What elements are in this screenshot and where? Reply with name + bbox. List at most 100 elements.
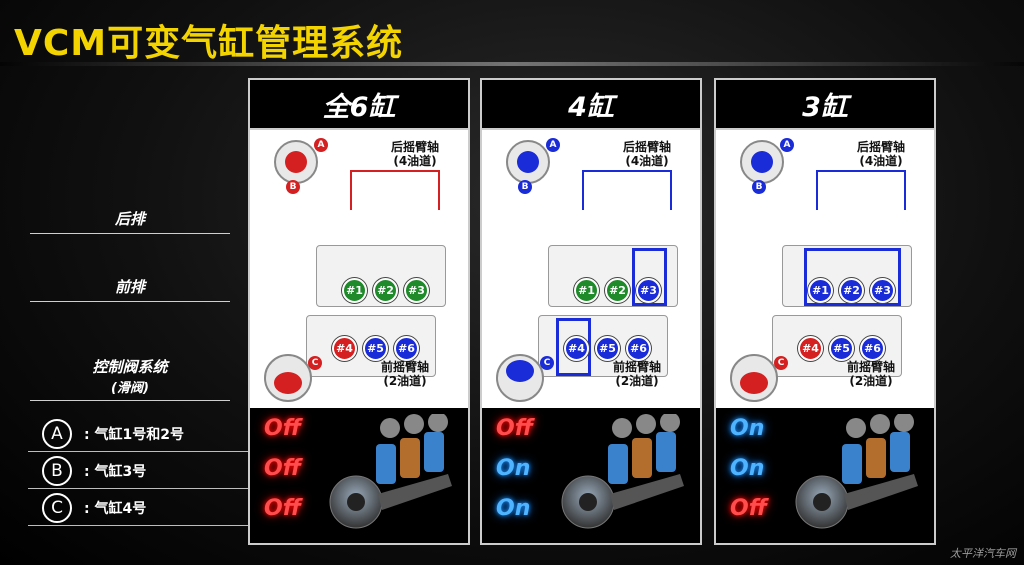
rear-spool-valve-icon (274, 140, 318, 184)
rear-rocker-label: 后摇臂轴 (4油道) (592, 140, 702, 168)
state-c: Off (730, 496, 768, 521)
state-a: On (730, 416, 765, 441)
valve-tag-a: A (314, 138, 328, 152)
mode-panel: 全6缸 A B 后摇臂轴 (4油道) #1#2#3 #4#5#6 (248, 78, 470, 545)
front-cylinder: #4 (564, 336, 589, 361)
valve-tag-b: B (286, 180, 300, 194)
valve-core (285, 151, 307, 173)
rear-arm-text: 后摇臂轴 (856, 140, 905, 154)
state-b: On (496, 456, 531, 481)
valve-tag-b: B (752, 180, 766, 194)
legend-letter: B (42, 455, 72, 486)
legend-row-a: A : 气缸1号和2号 (28, 416, 322, 452)
panel-status: On On Off (716, 408, 934, 543)
valve-tag-a: A (546, 138, 560, 152)
rear-spool-valve-icon (740, 140, 784, 184)
valve-core (506, 360, 534, 382)
panel-diagram: A B 后摇臂轴 (4油道) #1#2#3#4#5#6 C 前摇臂轴 (2油道) (482, 130, 700, 408)
rear-spool-valve-icon (506, 140, 550, 184)
panel-header: 全6缸 (250, 80, 468, 130)
oil-line (582, 170, 672, 210)
rear-cylinder: #1 (808, 278, 833, 303)
legend-text: : 气缸3号 (84, 463, 147, 480)
rear-cylinder: #1 (574, 278, 599, 303)
front-oil-text: (2油道) (615, 374, 659, 388)
mode-panel: 4缸 A B 后摇臂轴 (4油道) #1#2#3#4#5#6 (480, 78, 702, 545)
rear-cylinder: #1 (342, 278, 367, 303)
front-cylinder: #4 (332, 336, 357, 361)
legend-letter: C (42, 492, 72, 523)
valve-core (751, 151, 773, 173)
rear-cylinder: #2 (605, 278, 630, 303)
panel-status: Off On On (482, 408, 700, 543)
front-rocker-label: 前摇臂轴 (2油道) (816, 360, 926, 388)
row-label-rear: 后排 (30, 208, 230, 234)
rear-oil-text: (4油道) (393, 154, 437, 168)
rear-oil-text: (4油道) (625, 154, 669, 168)
valve-core (517, 151, 539, 173)
rear-arm-text: 后摇臂轴 (622, 140, 671, 154)
deactivated-group-box (632, 248, 667, 306)
panel-header: 4缸 (482, 80, 700, 130)
front-cylinder: #6 (860, 336, 885, 361)
front-arm-text: 前摇臂轴 (380, 360, 429, 374)
legend-row-b: B : 气缸3号 (28, 453, 322, 489)
legend-text: : 气缸1号和2号 (84, 426, 184, 443)
page-title: VCM可变气缸管理系统 (14, 23, 404, 64)
front-cylinder: #4 (798, 336, 823, 361)
legend-row-c: C : 气缸4号 (28, 490, 322, 526)
rear-rocker-label: 后摇臂轴 (4油道) (826, 140, 936, 168)
control-sub-label: (滑阀) (111, 381, 149, 396)
valve-tag-c: C (308, 356, 322, 370)
panel-diagram: A B 后摇臂轴 (4油道) #1#2#3 #4#5#6 C 前摇臂轴 (2油道) (716, 130, 934, 408)
deactivated-group-box (556, 318, 591, 376)
front-rocker-label: 前摇臂轴 (2油道) (582, 360, 692, 388)
front-cylinder: #5 (595, 336, 620, 361)
legend-letter: A (42, 418, 72, 449)
front-cylinder: #6 (394, 336, 419, 361)
rear-cylinder: #2 (373, 278, 398, 303)
front-spool-valve-icon (730, 354, 778, 402)
row-label-control: 控制阀系统 (滑阀) (30, 356, 230, 401)
front-rocker-label: 前摇臂轴 (2油道) (350, 360, 460, 388)
valve-tag-a: A (780, 138, 794, 152)
state-a: Off (496, 416, 534, 441)
engine-illustration-icon (561, 414, 684, 529)
front-oil-text: (2油道) (383, 374, 427, 388)
state-b: On (730, 456, 765, 481)
panel-header: 3缸 (716, 80, 934, 130)
panel-status: Off Off Off (250, 408, 468, 543)
rear-oil-text: (4油道) (859, 154, 903, 168)
rear-cylinder: #2 (839, 278, 864, 303)
oil-line (816, 170, 906, 210)
valve-core (740, 372, 768, 394)
rear-arm-text: 后摇臂轴 (390, 140, 439, 154)
valve-tag-c: C (774, 356, 788, 370)
mode-panel: 3缸 A B 后摇臂轴 (4油道) #1#2#3 #4#5#6 (714, 78, 936, 545)
state-b: Off (264, 456, 302, 481)
rear-cylinder: #3 (870, 278, 895, 303)
front-cylinder: #5 (363, 336, 388, 361)
valve-tag-c: C (540, 356, 554, 370)
front-arm-text: 前摇臂轴 (846, 360, 895, 374)
state-c: Off (264, 496, 302, 521)
control-label: 控制阀系统 (92, 358, 168, 376)
state-c: On (496, 496, 531, 521)
title-divider (0, 62, 1024, 66)
rear-cylinder: #3 (636, 278, 661, 303)
front-oil-text: (2油道) (849, 374, 893, 388)
front-cylinder: #5 (829, 336, 854, 361)
front-arm-text: 前摇臂轴 (612, 360, 661, 374)
front-spool-valve-icon (264, 354, 312, 402)
rear-cylinder: #3 (404, 278, 429, 303)
engine-illustration-icon (329, 414, 452, 529)
row-label-front: 前排 (30, 276, 230, 302)
engine-illustration-icon (795, 414, 918, 529)
front-spool-valve-icon (496, 354, 544, 402)
watermark: 太平洋汽车网 (950, 547, 1016, 560)
deactivated-group-box (804, 248, 901, 306)
valve-core (274, 372, 302, 394)
legend-text: : 气缸4号 (84, 500, 147, 517)
state-a: Off (264, 416, 302, 441)
oil-line (350, 170, 440, 210)
